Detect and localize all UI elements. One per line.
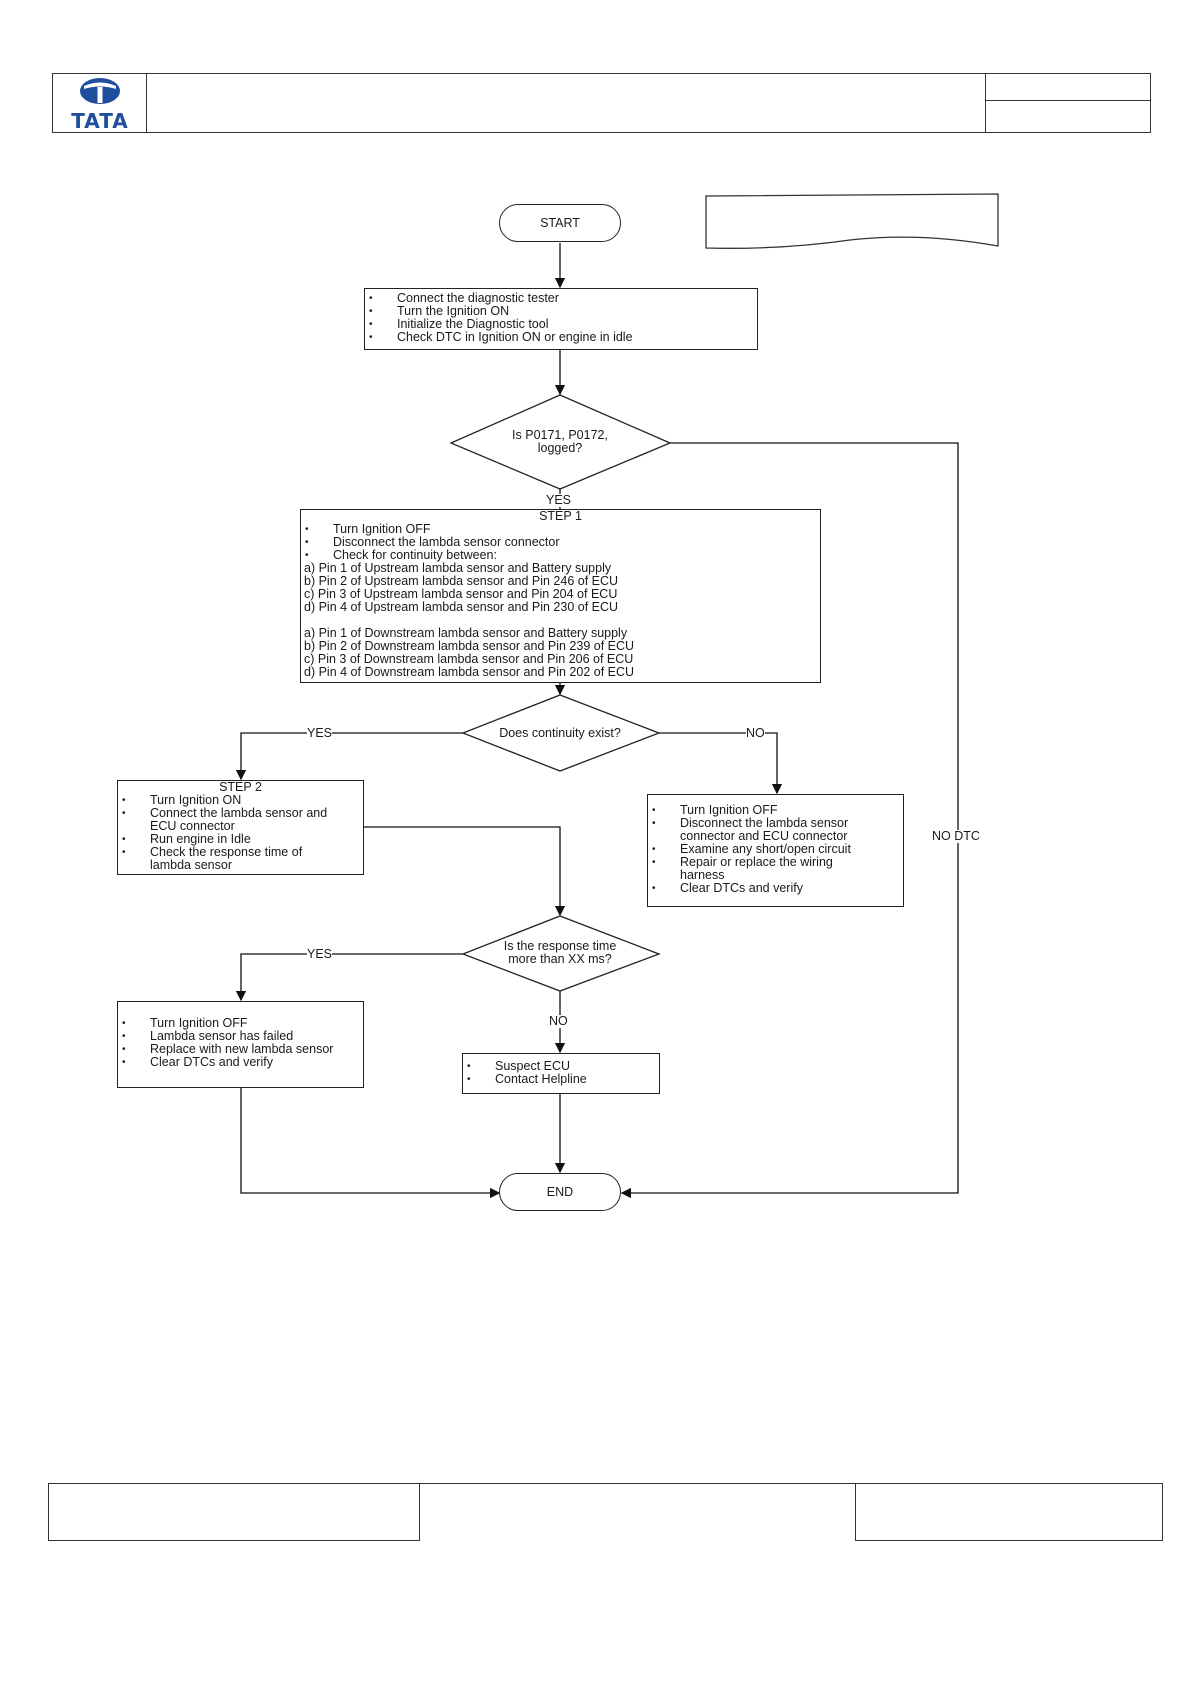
- step1-item: Check for continuity between:: [301, 549, 820, 563]
- header-logo-cell-divider: [146, 73, 147, 133]
- box-step1: STEP 1 Turn Ignition OFF Disconnect the …: [300, 509, 821, 683]
- replace-item: Clear DTCs and verify: [118, 1056, 363, 1070]
- step1-upstream: d) Pin 4 of Upstream lambda sensor and P…: [304, 600, 619, 614]
- no-dtc-label: NO DTC: [932, 829, 980, 843]
- step1-downstream: a) Pin 1 of Downstream lambda sensor and…: [304, 626, 628, 640]
- header-frame: [52, 73, 1151, 133]
- end-terminal: END: [499, 1173, 621, 1211]
- step1-title: STEP 1: [539, 509, 582, 523]
- step1-downstream: d) Pin 4 of Downstream lambda sensor and…: [304, 665, 635, 679]
- step1-item: Turn Ignition OFF: [301, 523, 820, 537]
- step1-upstream: a) Pin 1 of Upstream lambda sensor and B…: [304, 561, 612, 575]
- replace-item: Replace with new lambda sensor: [118, 1043, 363, 1057]
- yes3-label: YES: [307, 947, 333, 961]
- step1-upstream: b) Pin 2 of Upstream lambda sensor and P…: [304, 574, 619, 588]
- no3-label: NO: [549, 1014, 568, 1028]
- box-initial-checks: Connect the diagnostic tester Turn the I…: [364, 288, 758, 350]
- box-replace-sensor: Turn Ignition OFF Lambda sensor has fail…: [117, 1001, 364, 1088]
- ecu-item: Suspect ECU: [463, 1060, 659, 1074]
- box-suspect-ecu: Suspect ECU Contact Helpline: [462, 1053, 660, 1094]
- step2-item: Connect the lambda sensor and ECU connec…: [118, 807, 363, 833]
- replace-item: Turn Ignition OFF: [118, 1017, 363, 1031]
- step2-title: STEP 2: [219, 780, 262, 794]
- decision1-text: Is P0171, P0172, logged?: [512, 428, 608, 455]
- no2-label: NO: [746, 726, 765, 740]
- repair-item: Disconnect the lambda sensor connector a…: [648, 817, 903, 843]
- step1-item: Disconnect the lambda sensor connector: [301, 536, 820, 550]
- start-terminal: START: [499, 204, 621, 242]
- footer-frame-left: [48, 1483, 420, 1541]
- tata-logo-text: TATA: [71, 109, 129, 133]
- decision3-text: Is the response time more than XX ms?: [503, 939, 617, 966]
- decision2-text: Does continuity exist?: [499, 726, 621, 740]
- tata-emblem-icon: [80, 78, 120, 104]
- footer-frame-right: [855, 1483, 1163, 1541]
- step1-upstream: c) Pin 3 of Upstream lambda sensor and P…: [304, 587, 618, 601]
- step2-item: Turn Ignition ON: [118, 794, 363, 808]
- header-right-cell-divider: [985, 73, 986, 133]
- replace-item: Lambda sensor has failed: [118, 1030, 363, 1044]
- step1-downstream: b) Pin 2 of Downstream lambda sensor and…: [304, 639, 635, 653]
- box1-item: Turn the Ignition ON: [365, 305, 757, 319]
- box1-item: Initialize the Diagnostic tool: [365, 318, 757, 332]
- decision-continuity: [461, 694, 661, 772]
- step2-item: Check the response time of lambda sensor: [118, 846, 363, 872]
- tata-logo: TATA: [62, 76, 138, 133]
- yes2-label: YES: [307, 726, 333, 740]
- box1-item: Connect the diagnostic tester: [365, 292, 757, 306]
- repair-item: Repair or replace the wiring harness: [648, 856, 903, 882]
- header-right-row-divider: [985, 100, 1151, 101]
- note-document-shape: [705, 193, 999, 249]
- step2-item: Run engine in Idle: [118, 833, 363, 847]
- footer-top-rule: [420, 1483, 855, 1484]
- box-step2: STEP 2 Turn Ignition ON Connect the lamb…: [117, 780, 364, 875]
- repair-item: Clear DTCs and verify: [648, 882, 903, 896]
- repair-item: Turn Ignition OFF: [648, 804, 903, 818]
- box1-item: Check DTC in Ignition ON or engine in id…: [365, 331, 757, 345]
- box-repair-wiring: Turn Ignition OFF Disconnect the lambda …: [647, 794, 904, 907]
- step1-downstream: c) Pin 3 of Downstream lambda sensor and…: [304, 652, 634, 666]
- repair-item: Examine any short/open circuit: [648, 843, 903, 857]
- ecu-item: Contact Helpline: [463, 1073, 659, 1087]
- yes1-label: YES: [546, 493, 572, 507]
